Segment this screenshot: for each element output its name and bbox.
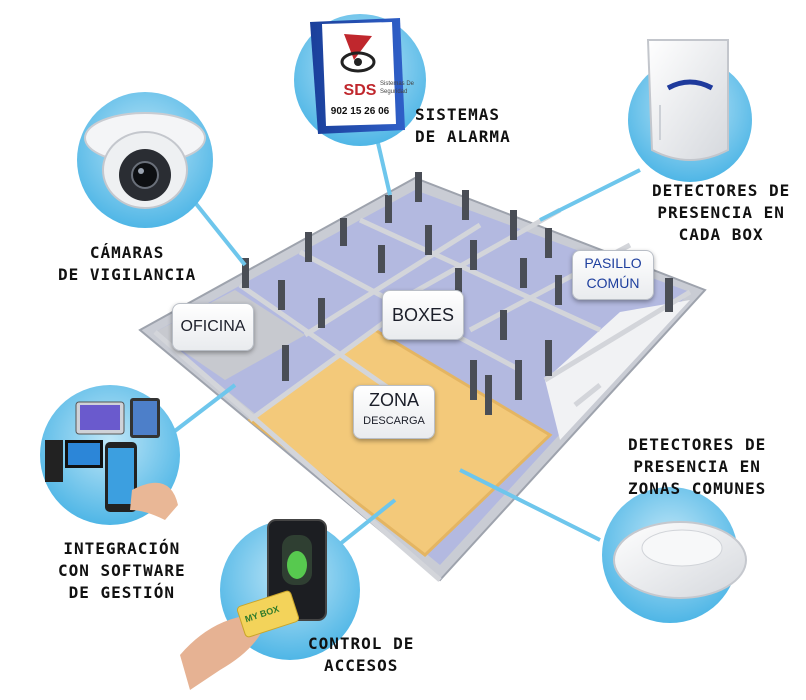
camera-device <box>77 92 213 228</box>
box-detector-device <box>628 39 752 182</box>
label-box-detectors: DETECTORES DE PRESENCIA EN CADA BOX <box>652 181 791 244</box>
floor-white-corridor <box>545 300 690 440</box>
label-software-integration: INTEGRACIÓN CON SOFTWARE DE GESTIÓN <box>58 539 186 602</box>
bubble-common-corridor: PASILLO COMÚN <box>572 250 654 300</box>
alarm-panel-device <box>294 14 426 146</box>
bubble-boxes: BOXES <box>382 290 464 340</box>
box-doors <box>242 172 673 415</box>
bubble-office: OFICINA <box>172 303 254 351</box>
label-common-detectors: DETECTORES DE PRESENCIA EN ZONAS COMUNES <box>628 435 767 498</box>
label-surveillance-cameras: CÁMARAS DE VIGILANCIA <box>58 243 197 284</box>
alarm-brand: SDS <box>344 82 377 99</box>
alarm-phone: 902 15 26 06 <box>331 106 390 117</box>
label-access-control: CONTROL DE ACCESOS <box>308 634 415 675</box>
alarm-brand-sub1: Sistemas De <box>380 81 415 87</box>
devices-group <box>40 385 180 525</box>
bubble-unloading-zone: ZONA DESCARGA <box>353 385 435 439</box>
access-control-device <box>180 519 360 690</box>
label-alarm-systems: SISTEMAS DE ALARMA <box>415 105 511 146</box>
alarm-brand-sub2: Seguridad <box>380 89 407 95</box>
common-detector-device <box>602 487 747 623</box>
floor-plan <box>138 172 707 582</box>
